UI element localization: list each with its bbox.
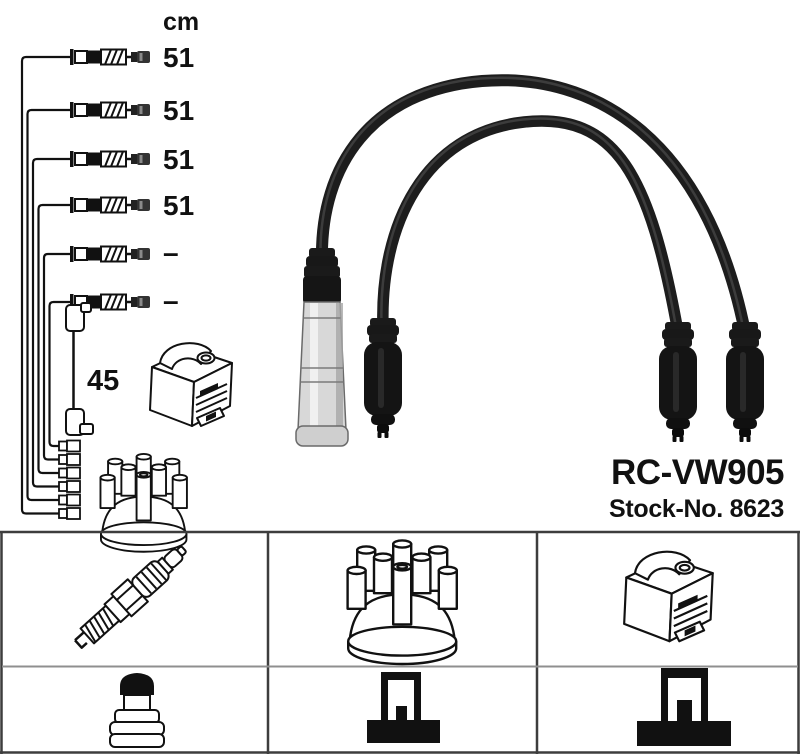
ignition-coil-icon xyxy=(149,342,233,427)
spark-plug-boot xyxy=(364,318,402,438)
spark-plug-boot xyxy=(726,322,764,442)
length-label-1: 51 xyxy=(163,42,194,73)
cable-row xyxy=(68,195,152,215)
product-code: RC-VW905 xyxy=(611,453,784,492)
cable-row xyxy=(68,149,152,169)
cable-row xyxy=(68,244,152,264)
length-diagram: cm 51 51 51 51 – – 45 xyxy=(20,8,233,553)
distributor-cap-icon xyxy=(346,539,459,666)
length-label-3: 51 xyxy=(163,144,194,175)
cable-row xyxy=(68,100,152,120)
component-grid xyxy=(0,530,800,754)
distributor-terminal-icon xyxy=(637,668,731,746)
terminal-nut-icon xyxy=(109,673,165,748)
distributor-terminals xyxy=(58,439,81,520)
stock-number: Stock-No. 8623 xyxy=(609,495,784,523)
chrome-boot xyxy=(295,248,349,447)
spark-plug-icon xyxy=(74,545,187,649)
grid-borders xyxy=(0,530,800,754)
coil-terminal-icon xyxy=(367,672,440,743)
coil-wire-length-label: 45 xyxy=(87,365,119,397)
distributor-cap-icon xyxy=(99,452,188,553)
length-label-5: – xyxy=(163,237,179,268)
cable-row xyxy=(68,47,152,67)
cable-highlights xyxy=(319,76,745,330)
length-label-6: – xyxy=(163,285,179,316)
ignition-coil-icon xyxy=(623,550,714,643)
length-label-2: 51 xyxy=(163,95,194,126)
length-label-4: 51 xyxy=(163,190,194,221)
coil-wire-icon xyxy=(65,302,94,436)
cable-fanout-lines xyxy=(20,55,70,515)
unit-header: cm xyxy=(163,8,199,36)
spark-plug-boot xyxy=(659,322,697,442)
product-photo xyxy=(295,74,764,447)
